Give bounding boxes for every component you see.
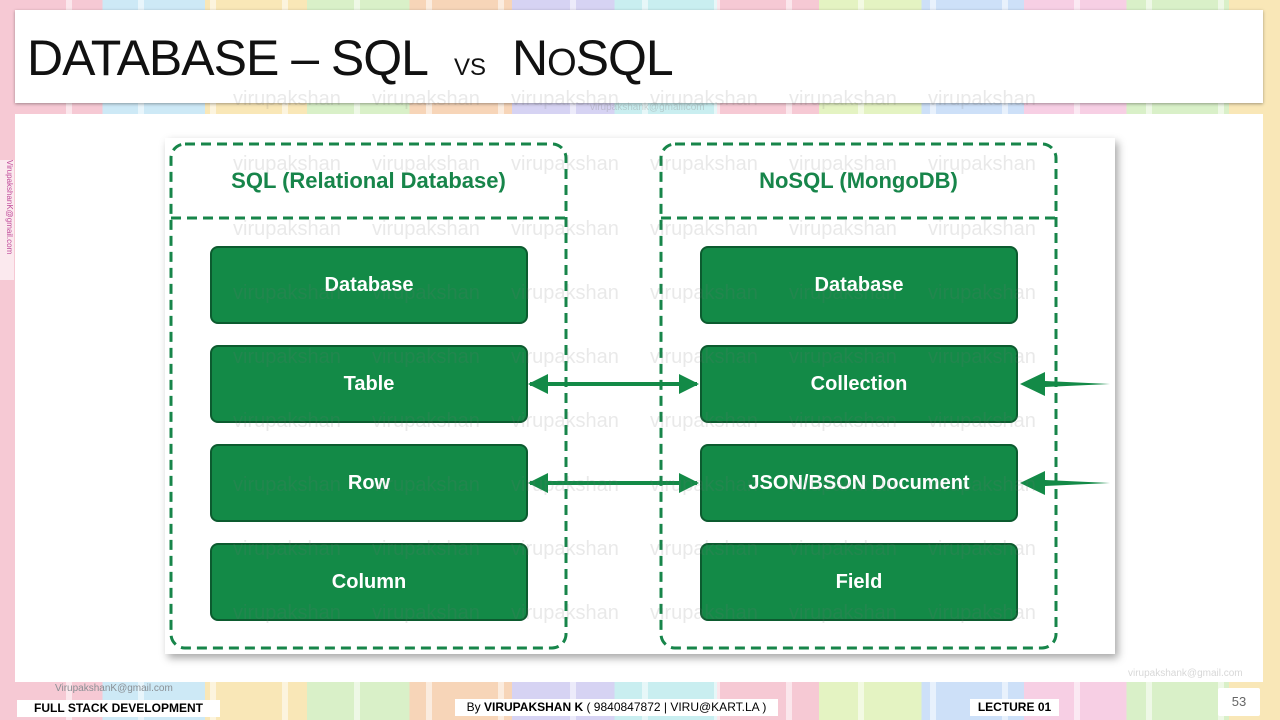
- nosql-group-border: [659, 142, 1058, 650]
- nosql-node-database: Database: [700, 246, 1018, 324]
- sql-node-table: Table: [210, 345, 528, 423]
- title-sql: SQL: [575, 30, 674, 86]
- sql-node-column: Column: [210, 543, 528, 621]
- title-bar: DATABASE – SQL VS NOSQL: [15, 10, 1263, 103]
- nosql-group-title: NoSQL (MongoDB): [759, 168, 958, 193]
- document-pointer-arrow: [1020, 471, 1110, 495]
- page-number: 53: [1218, 688, 1260, 716]
- footer-by: By: [466, 700, 485, 714]
- slide-title: DATABASE – SQL VS NOSQL: [27, 30, 674, 96]
- comparison-diagram: SQL (Relational Database) NoSQL (MongoDB…: [165, 138, 1115, 654]
- footer-course: FULL STACK DEVELOPMENT: [17, 700, 220, 717]
- footer-contact: ( 9840847872 | VIRU@KART.LA ): [583, 700, 767, 714]
- collection-pointer-arrow: [1020, 372, 1110, 396]
- footer-author-name: VIRUPAKSHAN K: [484, 700, 584, 714]
- sql-group-border: [169, 142, 568, 650]
- footer-lecture: LECTURE 01: [970, 699, 1059, 716]
- bottom-email: VirupakshanK@gmail.com: [55, 683, 173, 694]
- sql-node-database: Database: [210, 246, 528, 324]
- title-vs: VS: [453, 54, 486, 81]
- nosql-node-field: Field: [700, 543, 1018, 621]
- title-o: O: [547, 42, 577, 84]
- diagram-lines: [169, 142, 1110, 650]
- faint-email-right: virupakshank@gmail.com: [1128, 668, 1243, 679]
- side-email: VirupakshanK@gmail.com: [0, 160, 14, 280]
- sql-group-title: SQL (Relational Database): [231, 168, 506, 193]
- nosql-node-collection: Collection: [700, 345, 1018, 423]
- faint-email-top: virupakshank@gmail.com: [590, 102, 705, 113]
- sql-node-row: Row: [210, 444, 528, 522]
- title-main: DATABASE – SQL: [27, 30, 429, 86]
- footer-author: By VIRUPAKSHAN K ( 9840847872 | VIRU@KAR…: [455, 699, 778, 716]
- nosql-node-document: JSON/BSON Document: [700, 444, 1018, 522]
- title-n: N: [511, 30, 548, 86]
